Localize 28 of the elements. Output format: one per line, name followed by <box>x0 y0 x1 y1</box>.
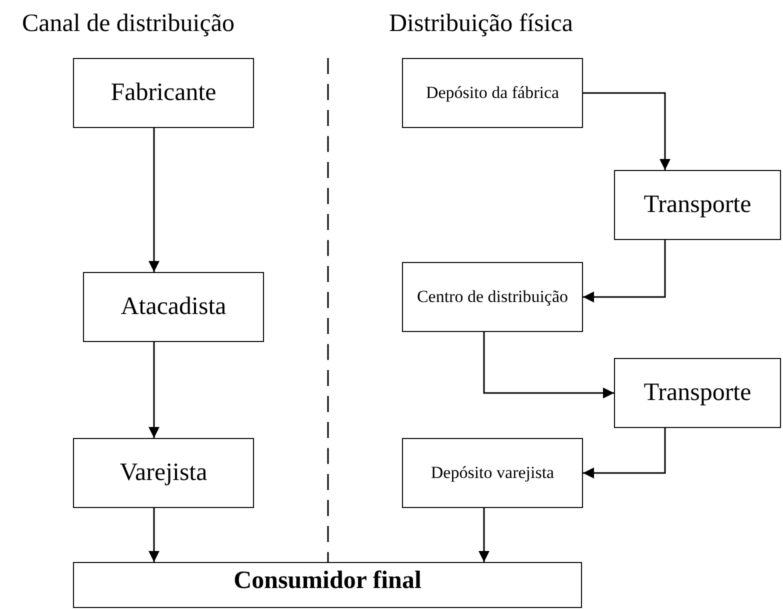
box-label: Depósito varejista <box>430 463 554 483</box>
process-box <box>402 438 583 508</box>
box-label: Depósito da fábrica <box>426 83 560 103</box>
process-box <box>402 262 583 332</box>
arrow <box>583 240 666 302</box>
box-label: Centro de distribuição <box>416 287 568 307</box>
arrow <box>483 332 614 398</box>
arrow <box>478 508 490 562</box>
box-label: Transporte <box>644 190 752 220</box>
arrow <box>583 92 670 170</box>
box-label: Fabricante <box>110 78 216 108</box>
column-heading: Canal de distribuição <box>22 10 234 38</box>
box-label: Varejista <box>120 458 208 488</box>
process-box <box>83 272 264 342</box>
box-label: Transporte <box>644 378 752 408</box>
process-box <box>73 562 582 608</box>
arrow <box>148 342 160 438</box>
box-label: Consumidor final <box>234 567 422 596</box>
column-heading: Distribuição física <box>389 10 573 38</box>
arrow <box>583 428 666 478</box>
arrow <box>148 508 160 562</box>
arrow <box>148 128 160 272</box>
process-box <box>614 170 781 240</box>
process-box <box>73 58 254 128</box>
process-box <box>73 438 254 508</box>
process-box <box>614 358 781 428</box>
process-box <box>402 58 583 128</box>
box-label: Atacadista <box>120 292 226 322</box>
